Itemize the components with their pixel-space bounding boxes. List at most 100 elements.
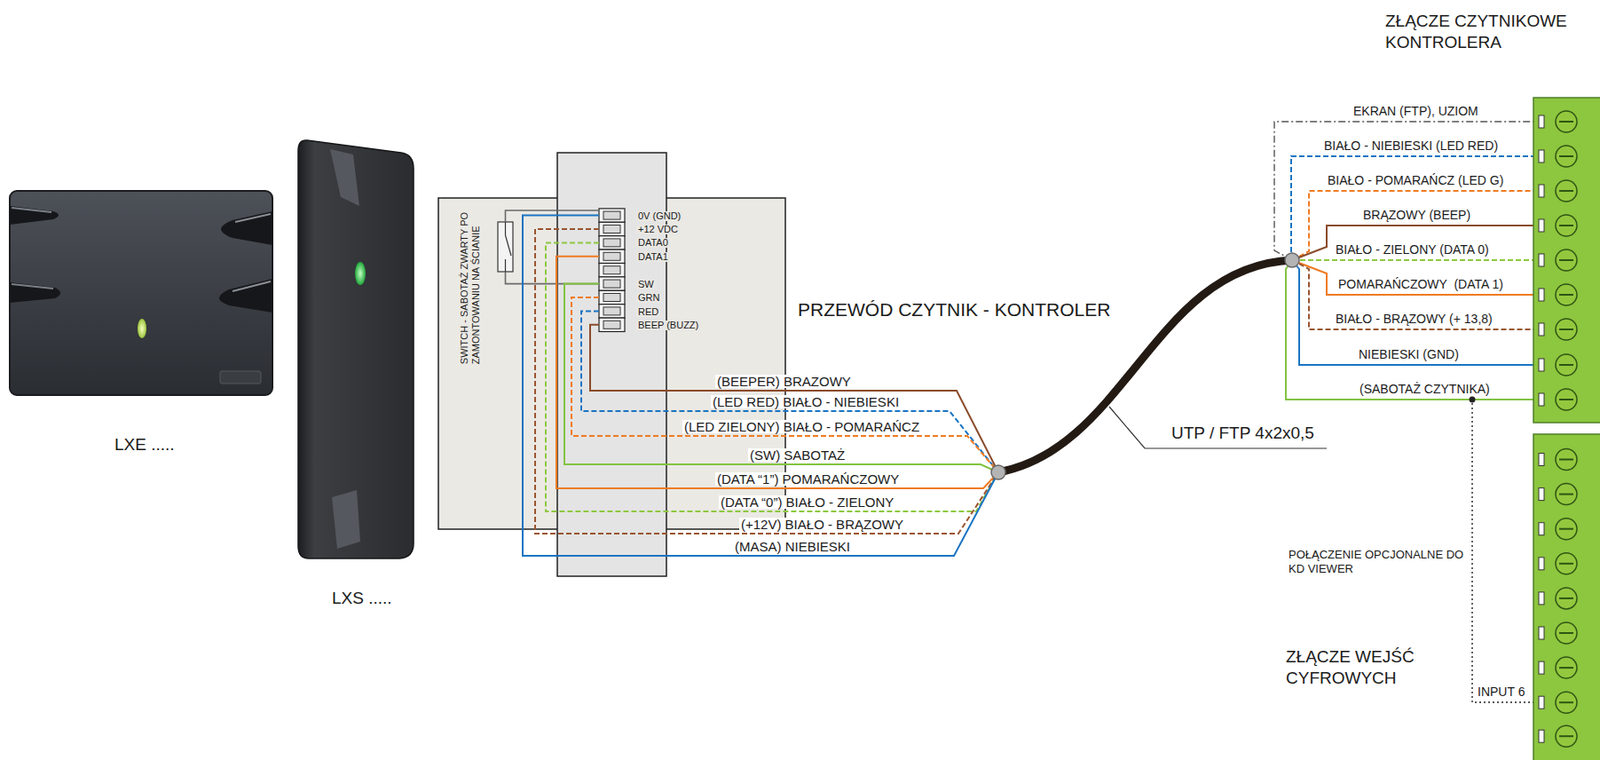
controller-terminal-blocks — [1538, 249, 1577, 271]
controller-terminal-blocks — [1538, 518, 1577, 540]
cable-leader-line — [1109, 406, 1327, 449]
reader-terminal-block — [599, 236, 625, 250]
lxe-reader-photo — [9, 282, 61, 303]
optional-input-wire — [1469, 396, 1537, 703]
reader-connector: ZŁĄCZE CZYTNIKOWE KONTROLERA — [1533, 97, 1600, 423]
lxe-reader-photo — [9, 190, 273, 395]
pin-label: BEEP (BUZZ) — [636, 320, 701, 331]
tamper-switch-symbol — [497, 221, 513, 272]
cable-splice — [991, 465, 1006, 480]
reader-side-wires — [590, 324, 999, 473]
wire-label: (MASA) NIEBIESKI — [733, 539, 852, 553]
controller-terminal-blocks — [1538, 483, 1577, 505]
controller-terminal-blocks — [1538, 552, 1577, 575]
lxe-reader-photo — [137, 318, 147, 339]
reader-terminal-block — [599, 208, 625, 332]
tamper-switch-symbol — [505, 210, 600, 284]
lxe-reader-photo — [9, 205, 59, 225]
lxe-reader-photo — [11, 207, 52, 213]
controller-terminal-blocks — [1533, 433, 1600, 760]
reader-terminal-block — [599, 276, 625, 291]
reader-terminal-block — [599, 263, 625, 277]
terminal-label: (SABOTAŻ CZYTNIKA) — [1359, 382, 1490, 395]
input-connector: ZŁĄCZE WEJŚĆ CYFROWYCH — [1533, 433, 1600, 760]
wire-label: (BEEPER) BRAZOWY — [715, 374, 853, 388]
wire-label: (DATA “1”) POMARAŃCZOWY — [715, 472, 901, 486]
terminal-label: BIAŁO - ZIELONY (DATA 0) — [1335, 243, 1490, 256]
controller-terminal-blocks — [1538, 388, 1577, 410]
controller-terminal-blocks — [1538, 725, 1577, 747]
lxe-reader-photo — [220, 370, 261, 384]
connector-heading: ZŁĄCZE CZYTNIKOWE KONTROLERA — [1385, 10, 1594, 54]
reader-terminal-block — [599, 317, 625, 332]
reader-terminal-block — [599, 221, 625, 236]
optional-input-wire — [1469, 396, 1476, 403]
cable-splice — [991, 252, 1300, 480]
model-label: LXS ..... — [331, 589, 393, 607]
controller-side-wires — [1292, 259, 1536, 261]
cable-title: PRZEWÓD CZYTNIK - KONTROLER — [797, 299, 1111, 319]
controller-terminal-blocks — [1538, 354, 1577, 376]
lxe-reader-photo — [232, 281, 271, 292]
reader-side-wires — [545, 242, 999, 512]
pin-label: +12 VDC — [636, 224, 680, 235]
pin-label: RED — [636, 307, 661, 317]
pin-label: DATA0 — [636, 237, 670, 248]
controller-terminal-blocks — [1538, 449, 1577, 471]
input-label: INPUT 6 — [1477, 685, 1525, 698]
controller-side-wires — [1285, 260, 1536, 400]
lxe-reader-photo — [219, 278, 273, 313]
pin-label: 0V (GND) — [636, 211, 683, 221]
terminal-label: POMARAŃCZOWY (DATA 1) — [1338, 277, 1504, 291]
reader-lxs: LXS ..... — [295, 140, 414, 559]
terminal-label: NIEBIESKI (GND) — [1358, 347, 1459, 361]
cable-type-label: UTP / FTP 4x2x0,5 — [1171, 424, 1315, 442]
tamper-switch-symbol — [505, 221, 513, 272]
controller-side-wires — [1292, 225, 1536, 261]
cable-leader-line — [1109, 406, 1327, 449]
reader-side-wires — [522, 215, 999, 556]
lxe-reader-photo — [9, 190, 273, 395]
reader-terminal-block — [599, 304, 625, 318]
terminal-label: BIAŁO - POMARAŃCZ (LED G) — [1327, 173, 1504, 187]
reader-side-wires — [556, 256, 999, 489]
controller-terminal-blocks — [1533, 97, 1600, 760]
controller-side-wires — [1292, 260, 1536, 330]
controller-side-wires — [1292, 190, 1536, 261]
terminal-label: BRĄZOWY (BEEP) — [1363, 208, 1471, 221]
wire-label: (LED RED) BIAŁO - NIEBIESKI — [710, 394, 901, 409]
pin-label: SW — [636, 279, 656, 290]
reader-side-wires — [581, 310, 999, 473]
wire-label: (LED ZIELONY) BIAŁO - POMARAŃCZ — [682, 419, 922, 434]
wire-label: (SW) SABOTAŻ — [748, 448, 847, 462]
controller-terminal-blocks — [1533, 97, 1600, 423]
pin-label: DATA1 — [636, 252, 670, 262]
reader-terminal-block — [599, 208, 625, 222]
reader-terminal-block — [599, 290, 625, 304]
reader-terminal-block — [599, 249, 625, 263]
controller-terminal-blocks — [1538, 180, 1577, 202]
lxe-reader-photo — [11, 283, 54, 289]
tamper-switch-symbol — [497, 210, 600, 284]
tamper-note: SWITCH - SABOTAŻ ZWARTY PO ZAMONTOWANIU … — [458, 204, 482, 364]
optional-input-wire — [1472, 402, 1536, 702]
controller-side-wires — [1274, 121, 1536, 400]
controller-side-wires — [1274, 121, 1536, 261]
controller-side-wires — [1292, 260, 1536, 365]
controller-terminal-blocks — [1538, 145, 1577, 167]
controller-terminal-blocks — [1538, 691, 1577, 713]
wire-label: (DATA “0”) BIAŁO - ZIELONY — [718, 495, 896, 509]
lxs-reader-photo — [331, 489, 361, 549]
controller-terminal-blocks — [1538, 587, 1577, 609]
wire-label: (+12V) BIAŁO - BRĄZOWY — [739, 517, 906, 531]
controller-terminal-blocks — [1538, 110, 1577, 133]
lxs-reader-photo — [298, 140, 414, 559]
cable-splice — [1284, 252, 1300, 268]
lxs-reader-photo — [298, 140, 414, 559]
reader-lxe: LXE ..... — [9, 190, 273, 395]
note: POŁĄCZENIE OPCJONALNE DO KD VIEWER — [1288, 547, 1467, 576]
controller-terminal-blocks — [1538, 622, 1577, 644]
terminal-label: EKRAN (FTP), UZIOM — [1353, 104, 1479, 118]
reader-side-wires — [522, 215, 999, 556]
